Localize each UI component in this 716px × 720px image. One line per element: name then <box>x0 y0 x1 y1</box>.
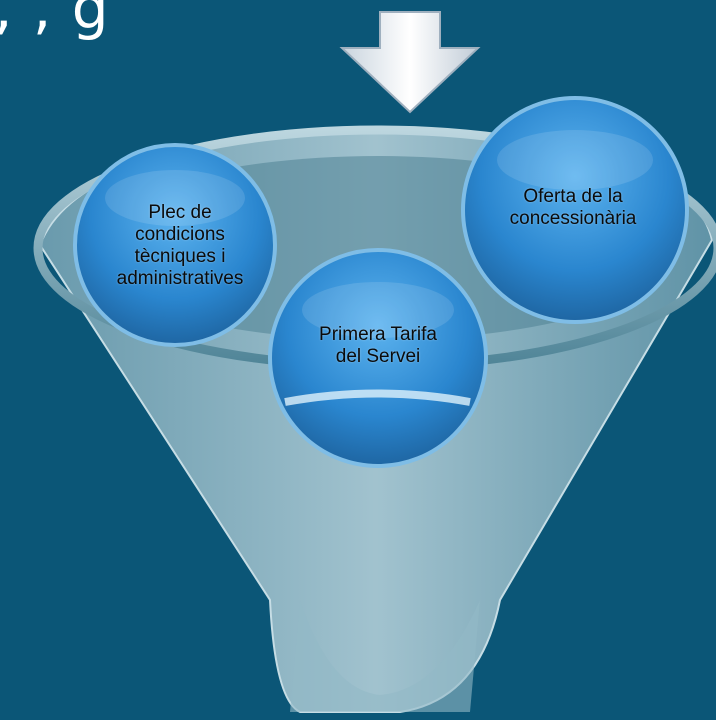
bubble-oferta <box>461 96 689 324</box>
bubble-label-plec: Plec de condicions tècniques i administr… <box>116 202 244 289</box>
bubble-tarifa <box>268 248 488 468</box>
bubble-label-tarifa: Primera Tarifa del Servei <box>319 324 437 367</box>
bubble-plec <box>73 143 277 347</box>
down-arrow-icon <box>339 11 481 114</box>
bubble-label-oferta: Oferta de la concessionària <box>509 186 637 229</box>
partial-title: , , g <box>0 0 110 42</box>
